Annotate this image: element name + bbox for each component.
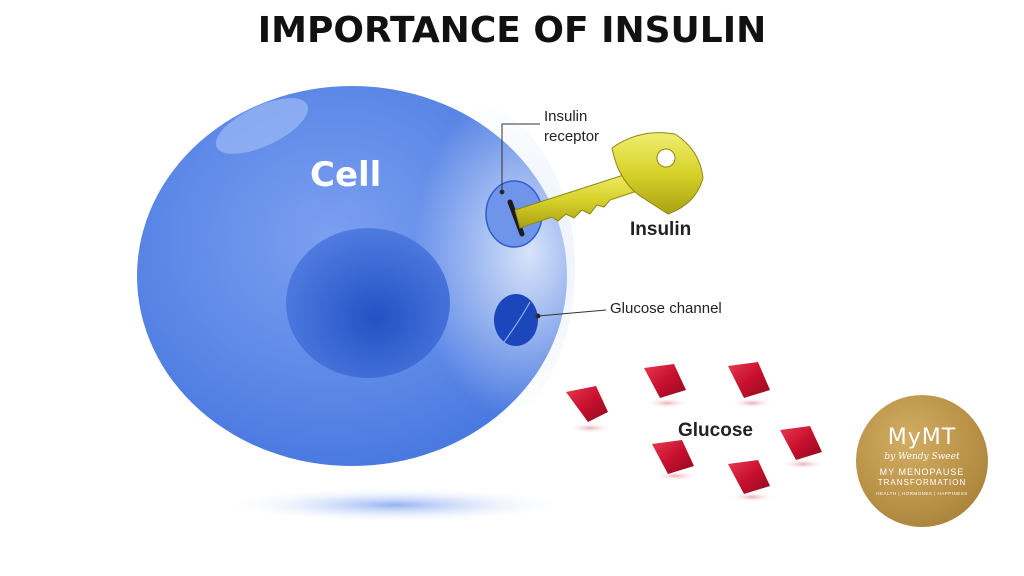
diagram-title: IMPORTANCE OF INSULIN bbox=[257, 10, 767, 51]
glucose-molecule bbox=[728, 460, 774, 502]
cell-shadow bbox=[220, 487, 570, 523]
logo-line2: TRANSFORMATION bbox=[877, 478, 967, 487]
mymt-logo: MyMT by Wendy Sweet MY MENOPAUSE TRANSFO… bbox=[856, 395, 988, 527]
logo-tagline: HEALTH | HORMONES | HAPPINESS bbox=[876, 491, 968, 496]
glucose-molecule bbox=[566, 386, 612, 433]
receptor-label-line1: Insulin bbox=[544, 108, 588, 125]
logo-line1: MY MENOPAUSE bbox=[879, 467, 965, 477]
logo-mark: MyMT bbox=[887, 425, 957, 450]
logo-signature: by Wendy Sweet bbox=[884, 452, 960, 462]
insulin-label: Insulin bbox=[630, 219, 692, 240]
glucose-label: Glucose bbox=[678, 420, 753, 441]
insulin-key-icon bbox=[514, 132, 704, 229]
glucose-channel-label: Glucose channel bbox=[610, 300, 722, 317]
glucose-molecule bbox=[644, 364, 689, 408]
receptor-label-line2: receptor bbox=[544, 128, 600, 145]
cell-label: Cell bbox=[310, 155, 382, 195]
glucose-molecules bbox=[566, 362, 825, 502]
insulin-receptor-label: Insulin receptor bbox=[544, 107, 654, 147]
leader-lines bbox=[499, 123, 607, 319]
glucose-channel bbox=[494, 294, 538, 346]
glucose-molecule bbox=[652, 440, 698, 481]
nucleus bbox=[286, 228, 450, 378]
glucose-molecule bbox=[780, 426, 825, 469]
glucose-molecule bbox=[728, 362, 774, 408]
